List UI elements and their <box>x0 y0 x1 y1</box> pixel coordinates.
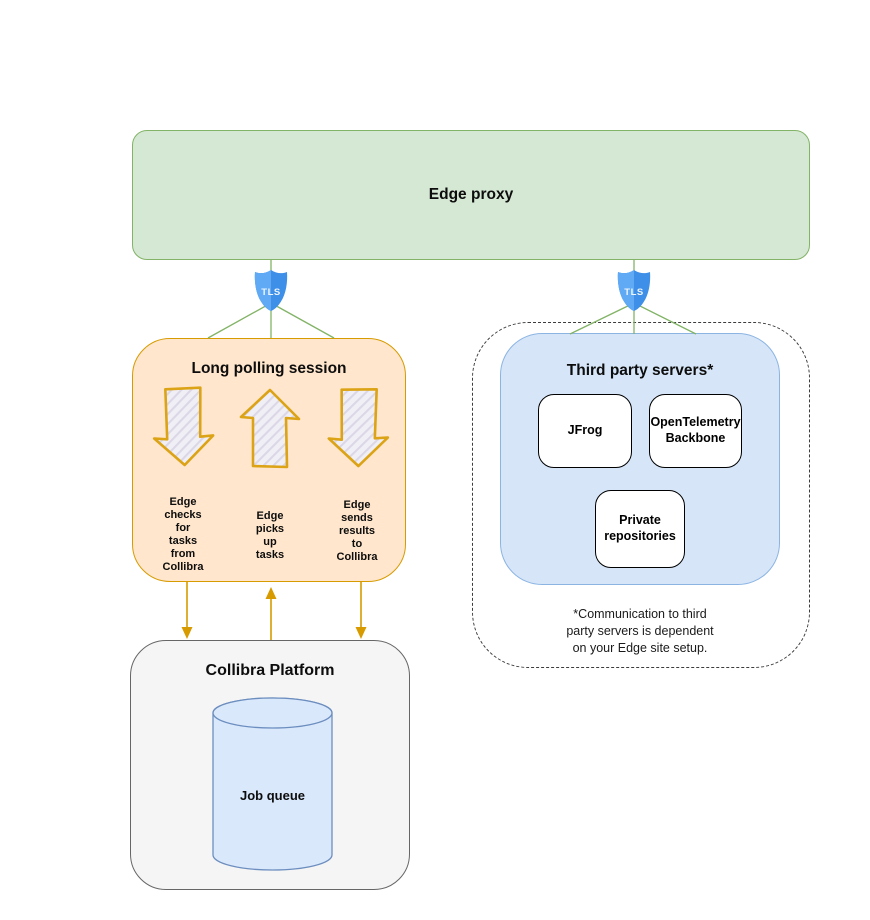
step-label-edge-sends: Edge sends results to Collibra <box>336 499 378 563</box>
tls-label: TLS <box>624 287 643 298</box>
gold-connectors <box>181 582 367 640</box>
third-party-footnote: *Communication to third party servers is… <box>566 607 714 655</box>
step-label-edge-picks: Edge picks up tasks <box>255 510 285 561</box>
server-box-jfrog: JFrog <box>538 394 632 468</box>
edge-proxy-node: Edge proxy <box>132 130 810 260</box>
server-box-private-repositories: Private repositories <box>595 490 685 568</box>
server-label-private-repositories: Private repositories <box>604 513 676 543</box>
third-party-title: Third party servers* <box>566 362 714 379</box>
server-label-opentelemetry: OpenTelemetry Backbone <box>650 415 741 445</box>
step-label-edge-checks: Edge checks for tasks from Collibra <box>162 496 204 573</box>
server-box-opentelemetry: OpenTelemetry Backbone <box>649 394 742 468</box>
job-queue-label: Job queue <box>239 788 305 803</box>
collibra-platform-title: Collibra Platform <box>205 662 335 679</box>
long-polling-title: Long polling session <box>191 360 347 377</box>
tls-shield-icon: TLS <box>617 270 651 311</box>
tls-label: TLS <box>261 287 280 298</box>
edge-proxy-label: Edge proxy <box>428 186 514 203</box>
tls-shield-icon: TLS <box>254 270 288 311</box>
server-label-jfrog: JFrog <box>567 423 603 438</box>
